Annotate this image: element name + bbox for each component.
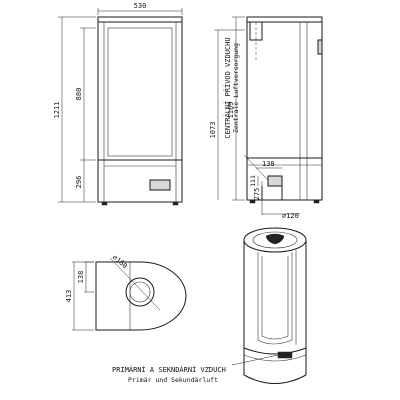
plan-flue-outer xyxy=(125,277,155,307)
perspective-view: PRIMÁRNÍ A SEKNDÁRNÍ VZDUCH Primär und S… xyxy=(112,227,307,384)
stove-top-flue xyxy=(265,233,285,245)
plan-outline xyxy=(95,261,187,331)
front-body-outline xyxy=(97,21,183,203)
front-view: 530 1211 880 296 xyxy=(53,2,183,206)
width-label: 530 xyxy=(134,2,147,10)
side-total-height-label: 1169 xyxy=(227,102,235,119)
plan-view: ⌀160 138 413 xyxy=(65,253,187,331)
side-door-handle xyxy=(317,39,323,55)
plan-offset-label: 138 xyxy=(77,271,85,284)
outlet-offset-label: 138 xyxy=(262,160,275,168)
side-view: 1169 1073 138 111 275 ⌀120 CENTRÁLNÍ PŘÍ… xyxy=(209,16,323,220)
side-body-outline xyxy=(246,22,323,201)
stove-glass-door xyxy=(257,252,293,345)
front-glass-door xyxy=(107,27,173,157)
upper-height-label: 880 xyxy=(75,88,83,101)
central-air-cz: CENTRÁLNÍ PŘÍVOD VZDUCHU xyxy=(223,37,232,138)
primary-air-de: Primär und Sekundärluft xyxy=(128,376,218,384)
central-air-de: Zentrale Luftversorgung xyxy=(232,43,240,133)
air-inlet-box xyxy=(267,175,283,187)
air-height-label: 1073 xyxy=(209,122,217,139)
front-foot-right xyxy=(172,201,179,206)
base-height-label: 296 xyxy=(75,176,83,189)
plan-flue-inner xyxy=(129,281,151,303)
front-top-plate xyxy=(97,16,183,23)
air-regulator-slider xyxy=(277,351,293,359)
total-height-label: 1211 xyxy=(53,102,61,119)
ash-drawer-handle xyxy=(149,179,171,191)
outlet-height-label: 275 xyxy=(253,188,261,201)
front-foot-left xyxy=(101,201,108,206)
primary-air-cz: PRIMÁRNÍ A SEKNDÁRNÍ VZDUCH xyxy=(112,365,226,374)
flue-diameter-label: ⌀120 xyxy=(282,212,299,220)
side-top-plate xyxy=(246,16,323,23)
stove-bottom-curve xyxy=(243,374,307,384)
outlet-size-label: 111 xyxy=(249,175,257,187)
plan-depth-label: 413 xyxy=(65,290,73,303)
